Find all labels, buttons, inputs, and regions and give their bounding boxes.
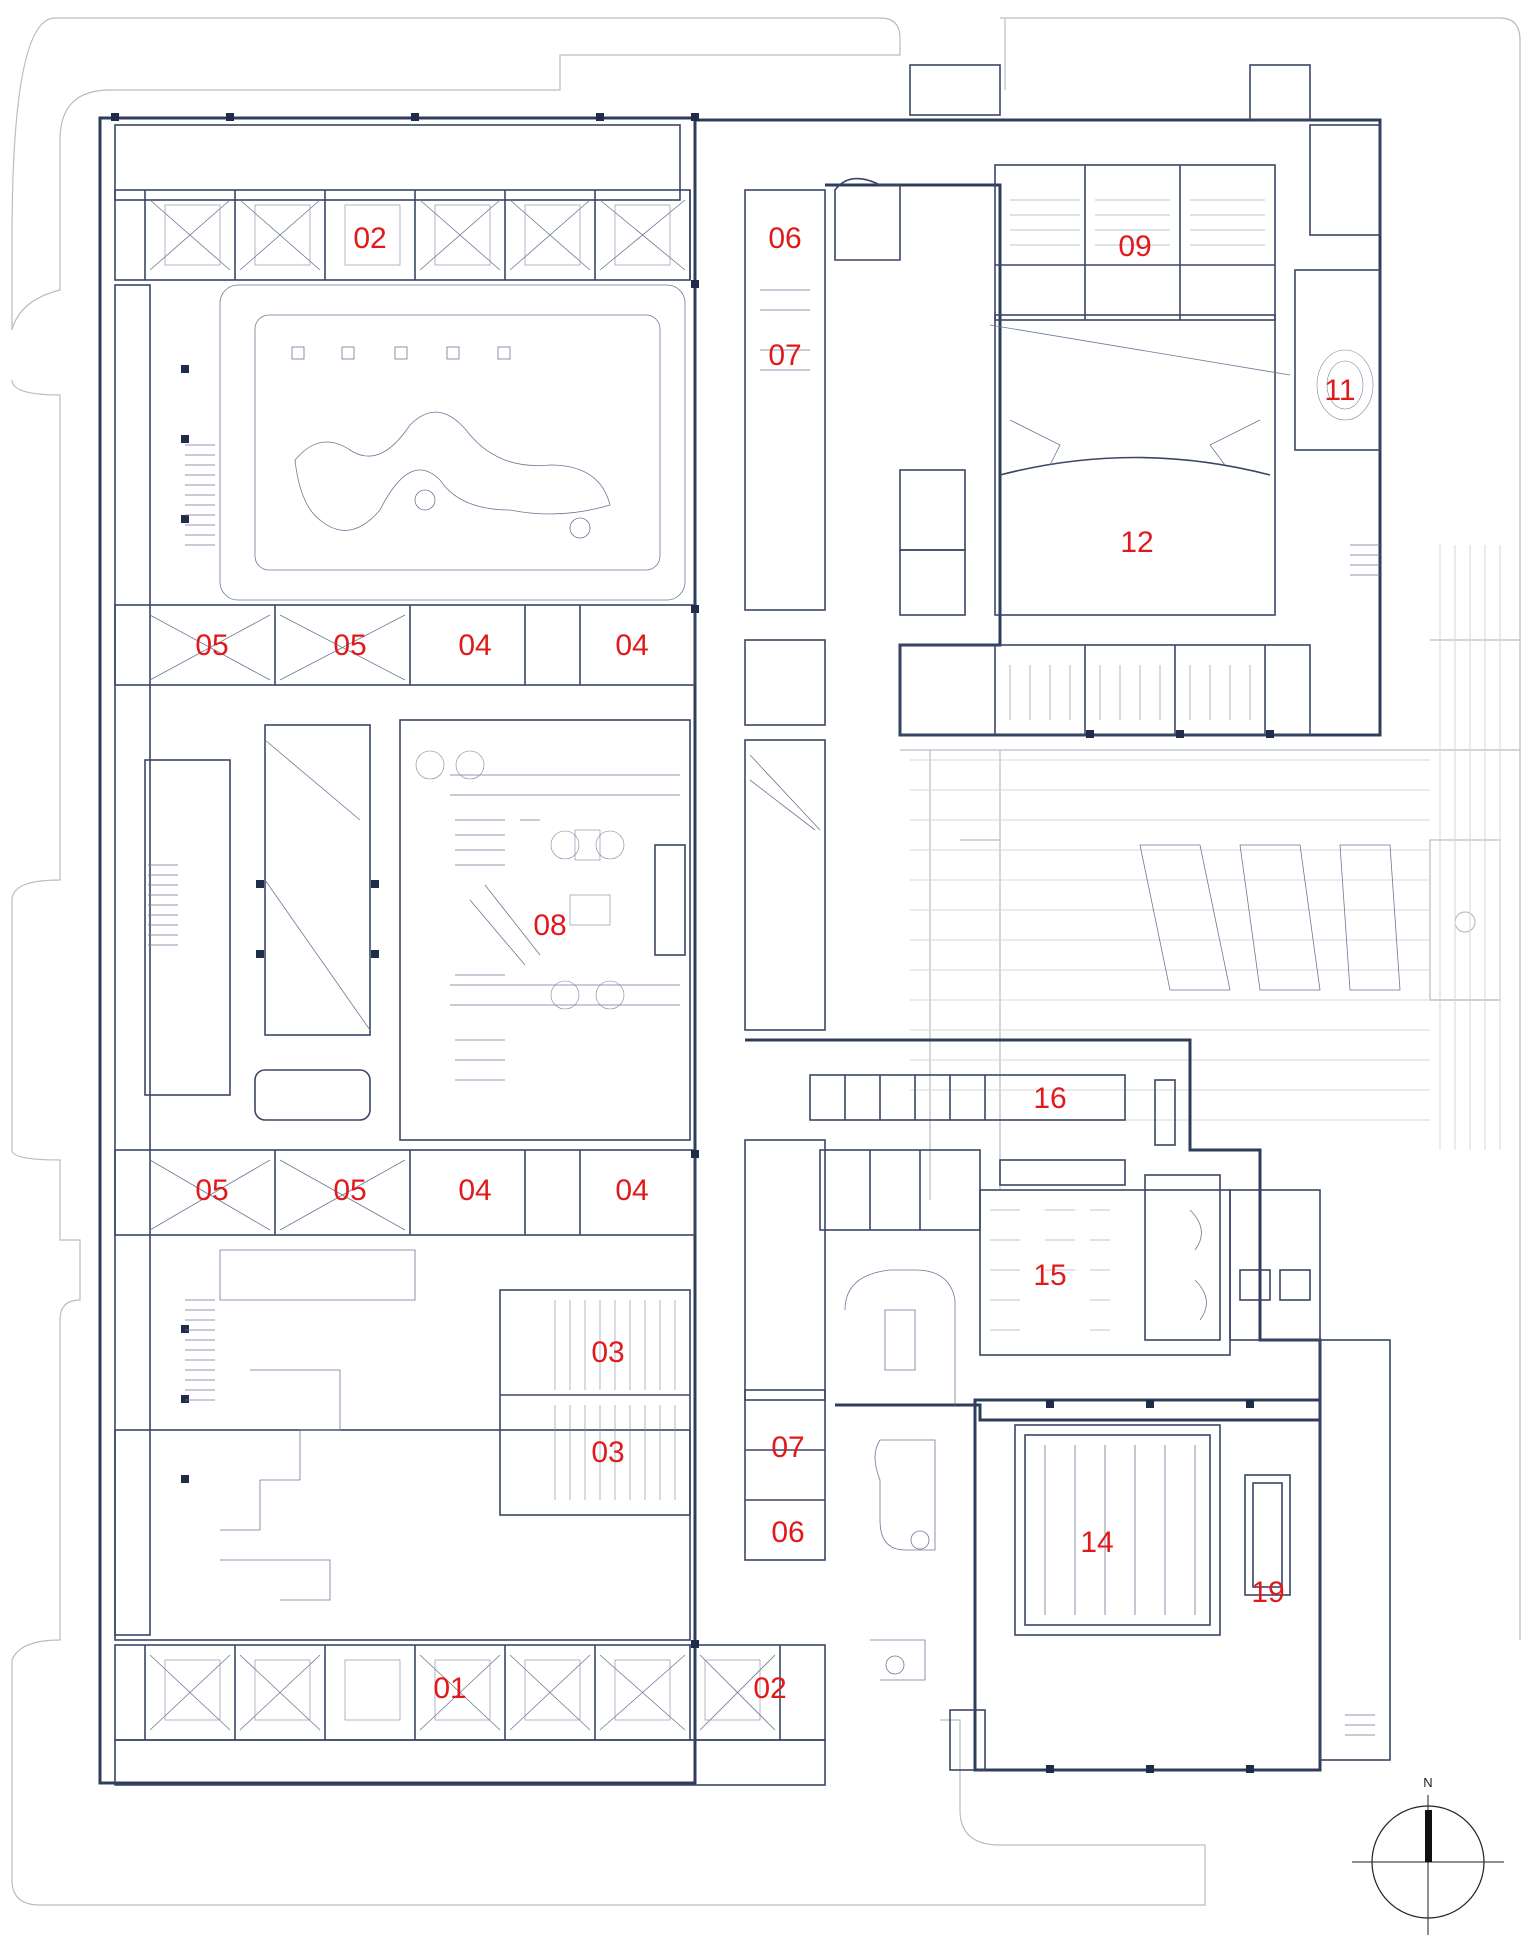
room-label-07-north: 07: [768, 339, 801, 372]
room-label-11: 11: [1324, 374, 1355, 407]
room-label-03-upper: 03: [591, 1336, 624, 1369]
room-label-12: 12: [1120, 526, 1153, 559]
pool-hall: [949, 1339, 1391, 1772]
room-label-04-ne: 04: [615, 629, 648, 662]
plaza-lines: [910, 545, 1501, 1150]
room-label-09: 09: [1118, 230, 1151, 263]
room-label-05-ne: 05: [333, 629, 366, 662]
room-label-05-se: 05: [333, 1174, 366, 1207]
room-label-04-sw: 04: [458, 1174, 491, 1207]
room-label-04-nw: 04: [458, 629, 491, 662]
classroom-strips: [144, 190, 781, 1740]
south-courtyard: [219, 1249, 416, 1601]
room-labels: 01 02 02 03 03 04 04 04 04 05 05 05 05 0…: [195, 222, 1355, 1705]
room-label-05-nw: 05: [195, 629, 228, 662]
room-label-05-sw: 05: [195, 1174, 228, 1207]
east-courtyard: [844, 1269, 956, 1681]
room-label-02-south: 02: [753, 1672, 786, 1705]
north-arrow-label: N: [1423, 1775, 1432, 1790]
west-wing-walls: [98, 116, 826, 1786]
stairs: [148, 444, 1380, 1736]
northeast-block: [695, 64, 1382, 737]
room-label-03-lower: 03: [591, 1436, 624, 1469]
room-label-07-south: 07: [771, 1431, 804, 1464]
lecture-halls: [499, 1289, 691, 1516]
room-label-02-north: 02: [353, 222, 386, 255]
north-courtyard: [219, 284, 686, 601]
room-label-19: 19: [1251, 1576, 1284, 1609]
room-label-04-se: 04: [615, 1174, 648, 1207]
room-label-14: 14: [1080, 1526, 1113, 1559]
room-label-01: 01: [433, 1672, 466, 1705]
room-label-06-north: 06: [768, 222, 801, 255]
studio-bands: [149, 605, 581, 1235]
room-label-15: 15: [1033, 1259, 1066, 1292]
room-label-08: 08: [533, 909, 566, 942]
room-label-16: 16: [1033, 1082, 1066, 1115]
structural-columns: [111, 113, 1274, 1773]
north-arrow: N: [1352, 1775, 1504, 1935]
central-spine: [744, 189, 826, 1561]
room-label-06-south: 06: [771, 1516, 804, 1549]
site-outline: [11, 17, 1521, 1906]
library-block: [254, 719, 691, 1141]
gym-15: [979, 1159, 1321, 1356]
